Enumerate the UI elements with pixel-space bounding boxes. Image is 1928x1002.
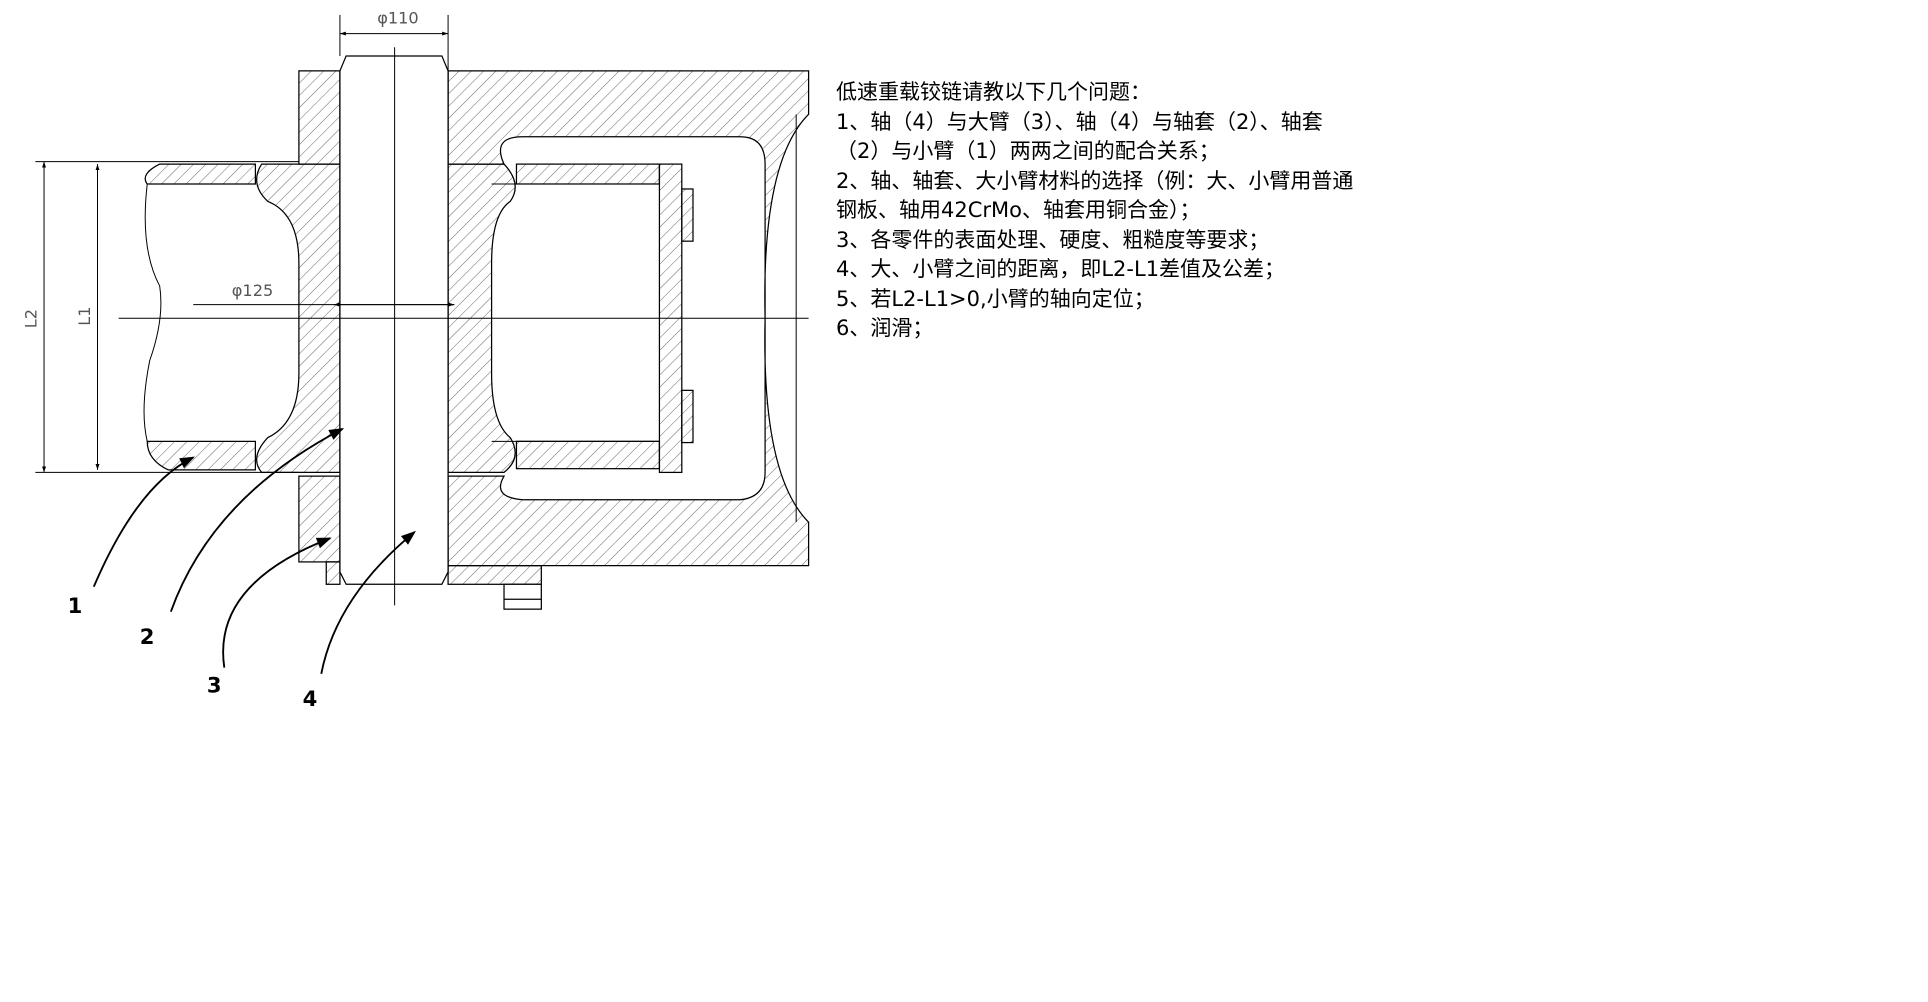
dim-phi110: φ110: [377, 9, 418, 28]
note-line: 钢板、轴用42CrMo、轴套用铜合金）；: [836, 198, 1201, 222]
note-line: 1、轴（4）与大臂（3）、轴（4）与轴套（2）、轴套: [836, 109, 1323, 134]
note-line: 2、轴、轴套、大小臂材料的选择（例：大、小臂用普通: [836, 168, 1354, 193]
part-label-3: 3: [207, 672, 222, 697]
dim-L2: L2: [22, 309, 41, 328]
note-line: 6、润滑；: [836, 316, 934, 340]
note-line: （2）与小臂（1）两两之间的配合关系；: [836, 139, 1220, 163]
note-line: 5、若L2-L1>0,小臂的轴向定位；: [836, 286, 1155, 311]
dim-phi125: φ125: [232, 281, 274, 300]
dim-L1: L1: [75, 306, 94, 325]
notes-title: 低速重载铰链请教以下几个问题：: [836, 80, 1151, 104]
big-arm-left-top: [298, 70, 341, 165]
bushing-left: [256, 163, 341, 474]
question-notes: 低速重载铰链请教以下几个问题： 1、轴（4）与大臂（3）、轴（4）与轴套（2）、…: [836, 78, 1353, 344]
note-line: 3、各零件的表面处理、硬度、粗糙度等要求；: [836, 227, 1270, 252]
small-arm-left-bottom: [146, 440, 257, 471]
note-line: 4、大、小臂之间的距离，即L2-L1差值及公差；: [836, 257, 1286, 281]
part-label-4: 4: [303, 686, 318, 711]
part-label-1: 1: [68, 593, 83, 618]
shaft: [339, 55, 449, 585]
part-label-2: 2: [140, 624, 155, 649]
small-arm-left-top: [144, 163, 257, 185]
big-arm-right-frame: [447, 70, 810, 567]
bolt: [503, 583, 542, 610]
